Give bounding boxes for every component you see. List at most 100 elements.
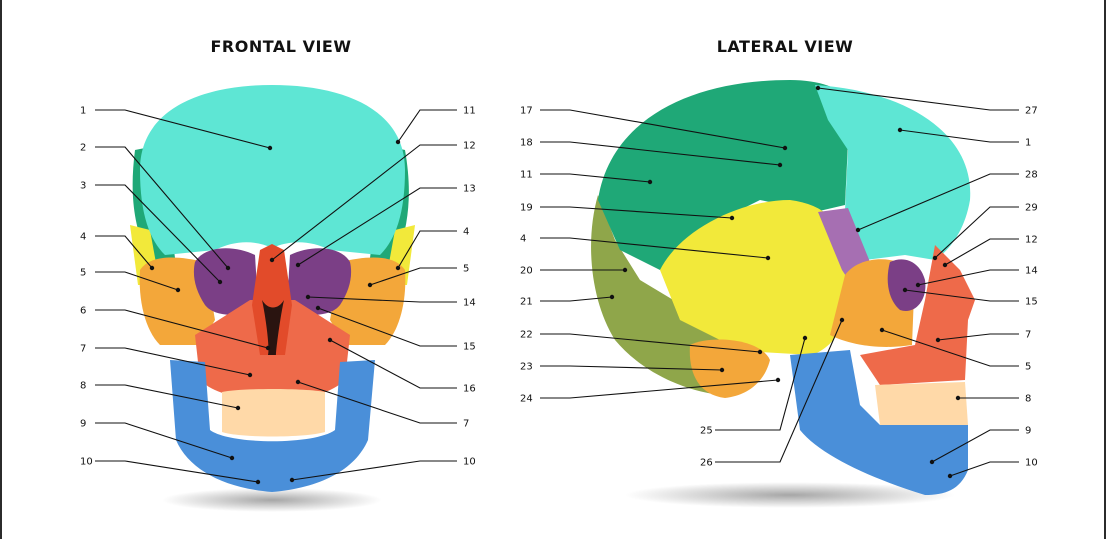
lateral-right-10-point [929, 459, 935, 465]
lateral-left-5-label: 20 [520, 266, 533, 277]
frontal-right-4-leader [369, 267, 457, 286]
lateral-left-7-label: 22 [520, 330, 533, 341]
lateral-mastoid [689, 339, 770, 398]
frontal-right-7-point [327, 337, 333, 343]
frontal-right-6-leader [317, 307, 457, 347]
frontal-right-8-leader [297, 381, 457, 424]
frontal-left-2-leader [95, 184, 221, 283]
lateral-right-4-leader [944, 238, 1019, 266]
lateral-right-3-point [932, 255, 938, 261]
lateral-left-4-leader [540, 237, 769, 259]
lateral-left-8-label: 23 [520, 362, 533, 373]
lateral-left-9-point [775, 377, 781, 383]
frontal-right-9-point [289, 477, 295, 483]
lateral-right-5-point [915, 282, 921, 288]
lateral-view-title: LATERAL VIEW [717, 37, 854, 56]
lateral-right-10-leader [931, 429, 1019, 463]
lateral-left-3-leader [540, 206, 733, 219]
lateral-right-7-point [935, 337, 941, 343]
lateral-maxilla [860, 245, 975, 385]
lateral-right-0-leader [817, 87, 1019, 111]
frontal-nasal-bone [252, 244, 292, 355]
frontal-left-9-label: 10 [80, 457, 93, 468]
lateral-right-3-label: 29 [1025, 203, 1038, 214]
frontal-right-1-label: 12 [463, 141, 476, 152]
frontal-right-9-leader [291, 460, 457, 481]
frontal-left-4-label: 5 [80, 268, 86, 279]
lateral-right-7-label: 7 [1025, 330, 1031, 341]
lateral-left-2-point [647, 179, 653, 185]
lateral-left-0-leader [540, 109, 786, 149]
frontal-right-0-point [395, 139, 401, 145]
lateral-right-0-point [815, 85, 821, 91]
frontal-right-6-point [315, 305, 321, 311]
frontal-left-3-point [149, 265, 155, 271]
leader-lines [95, 85, 1019, 485]
lateral-right-11-point [947, 473, 953, 479]
frontal-right-3-label: 4 [463, 227, 469, 238]
frontal-left-4-point [175, 287, 181, 293]
frontal-right-6-label: 15 [463, 342, 476, 353]
lateral-left-4-point [765, 255, 771, 261]
lateral-mandible [790, 350, 968, 495]
lateral-left-5-point [622, 267, 628, 273]
frontal-left-1-point [225, 265, 231, 271]
lateral-left-8-point [719, 367, 725, 373]
frontal-right-2-leader [297, 187, 457, 266]
frontal-left-7-leader [95, 384, 239, 409]
frontal-right-5-label: 14 [463, 298, 476, 309]
lateral-left-6-label: 21 [520, 297, 533, 308]
frontal-left-9-leader [95, 460, 259, 483]
lateral-right-5-label: 14 [1025, 266, 1038, 277]
frontal-view-title: FRONTAL VIEW [211, 37, 352, 56]
frontal-left-7-label: 8 [80, 381, 86, 392]
frontal-right-2-label: 13 [463, 184, 476, 195]
lateral-right-2-point [855, 227, 861, 233]
lateral-left-1-leader [540, 141, 781, 166]
frontal-left-6-leader [95, 347, 251, 376]
frontal-left-4-leader [95, 271, 179, 291]
frontal-left-8-label: 9 [80, 419, 86, 430]
lateral-left-7-leader [540, 333, 761, 353]
frontal-mandible [170, 360, 375, 492]
lateral-left-1-point [777, 162, 783, 168]
frontal-left-0-label: 1 [80, 106, 86, 117]
frontal-skull [130, 85, 415, 512]
frontal-left-3-label: 4 [80, 232, 86, 243]
lateral-right-2-label: 28 [1025, 170, 1038, 181]
frontal-teeth [222, 389, 325, 437]
frontal-right-3-point [395, 265, 401, 271]
lateral-bottom-1-point [839, 317, 845, 323]
frontal-left-6-point [247, 372, 253, 378]
frontal-right-8-label: 7 [463, 419, 469, 430]
frontal-left-2-point [217, 279, 223, 285]
lateral-bottom-0-leader [715, 337, 806, 431]
lateral-bottom-1-leader [715, 319, 843, 463]
lateral-left-8-leader [540, 365, 723, 371]
frontal-right-1-leader [271, 144, 457, 261]
lateral-right-5-leader [917, 269, 1019, 286]
lateral-frontal [815, 85, 971, 260]
lateral-right-1-label: 1 [1025, 138, 1031, 149]
frontal-right-4-label: 5 [463, 264, 469, 275]
lateral-right-7-leader [937, 333, 1019, 341]
lateral-right-4-point [942, 262, 948, 268]
frontal-left-9-point [255, 479, 261, 485]
lateral-left-4-label: 4 [520, 234, 526, 245]
lateral-left-6-point [609, 294, 615, 300]
frontal-shadow [162, 488, 382, 512]
lateral-right-6-leader [904, 289, 1019, 302]
frontal-left-1-leader [95, 146, 229, 269]
frontal-right-0-leader [397, 109, 457, 143]
frontal-left-5-leader [95, 309, 269, 349]
lateral-shadow [625, 482, 955, 508]
lateral-parietal [598, 80, 850, 270]
frontal-right-5-point [305, 294, 311, 300]
lateral-skull [591, 80, 975, 508]
lateral-left-2-leader [540, 173, 651, 183]
lateral-right-8-point [879, 327, 885, 333]
frontal-orbit-left [193, 248, 258, 315]
lateral-left-9-leader [540, 379, 779, 399]
frontal-bone [140, 85, 405, 255]
